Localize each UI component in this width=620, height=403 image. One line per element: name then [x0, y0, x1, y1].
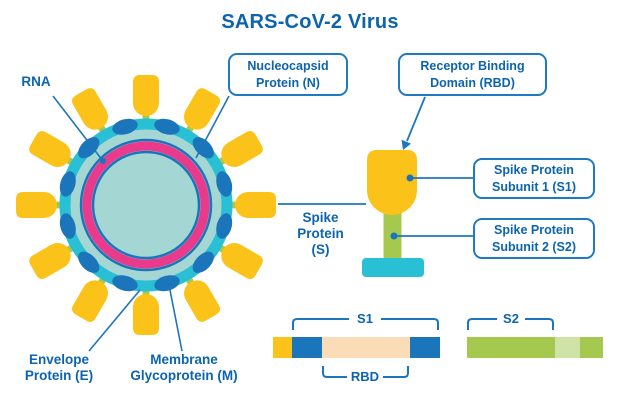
rbd-bracket [383, 366, 409, 378]
membrane-protein [154, 275, 180, 292]
membrane-protein [192, 137, 214, 159]
membrane-protein [78, 251, 100, 273]
s1-bar-blue-segment [292, 337, 322, 358]
membrane-label-line1: Membrane [150, 352, 218, 367]
spike-stem-s2 [383, 205, 402, 260]
virus-particle [16, 75, 276, 352]
envelope-label-line2: Protein (E) [24, 367, 94, 383]
membrane-protein [154, 118, 180, 135]
envelope-label: Envelope Protein (E) [8, 352, 110, 384]
envelope-leader-line [88, 289, 141, 352]
s2-bracket [467, 318, 497, 330]
s2-bracket [525, 318, 554, 330]
membrane-protein [112, 118, 138, 135]
page-title: SARS-CoV-2 Virus [221, 11, 399, 33]
rbd-arrow-line [406, 96, 426, 142]
s2-callout: Spike Protein Subunit 2 (S2) [473, 218, 595, 259]
genome-map [273, 318, 603, 378]
membrane-protein [112, 275, 138, 292]
nucleocapsid-callout: Nucleocapsid Protein (N) [228, 53, 348, 96]
s1-label-line1: Spike Protein [494, 163, 574, 178]
s2-bracket-label: S2 [503, 311, 519, 326]
nucleocapsid-inner-ring [91, 150, 201, 260]
s1-callout: Spike Protein Subunit 1 (S1) [473, 158, 595, 199]
spike-protein-label-line3: (S) [311, 241, 330, 257]
s1-bar-signal-segment [273, 337, 292, 358]
nucleocapsid-label-line2: Protein (N) [256, 75, 320, 90]
membrane-leader-line [168, 284, 183, 352]
spike-protein-label-line2: Protein [297, 225, 344, 241]
nucleocapsid-label-line1: Nucleocapsid [247, 59, 329, 74]
spike-head-s1 [367, 150, 417, 215]
spike-membrane-base [362, 258, 424, 277]
s2-leader-dot [390, 232, 398, 240]
s2-label-line1: Spike Protein [494, 223, 574, 238]
s2-bar-green-segment [580, 337, 603, 358]
rna-ring [82, 141, 210, 269]
membrane-protein [59, 213, 76, 239]
membrane-protein [216, 171, 233, 197]
rbd-bracket-label: RBD [350, 369, 380, 384]
membrane-label: Membrane Glycoprotein (M) [118, 352, 250, 384]
membrane-protein [59, 171, 76, 197]
membrane-proteins [59, 118, 233, 292]
rna-label: RNA [21, 74, 51, 89]
s1-bar-rbd-segment [322, 337, 410, 358]
s1-bracket-label: S1 [357, 311, 373, 326]
s1-bracket [381, 318, 439, 330]
s1-label-line2: Subunit 1 (S1) [491, 179, 577, 194]
rbd-label-line2: Domain (RBD) [430, 75, 515, 90]
brackets [292, 318, 554, 378]
s1-bar-blue-segment [410, 337, 440, 358]
rbd-bracket [322, 366, 347, 378]
rbd-callout: Receptor Binding Domain (RBD) [398, 53, 547, 96]
s2-bar-green-segment [467, 337, 555, 358]
s2-bar-light-segment [555, 337, 580, 358]
rna-leader-dot [100, 158, 106, 164]
rbd-arrowhead-icon [401, 139, 411, 150]
rbd-label-line1: Receptor Binding [420, 59, 525, 74]
spike-protein-label: Spike Protein (S) [283, 210, 358, 258]
envelope-label-line1: Envelope [28, 352, 90, 367]
membrane-protein [78, 137, 100, 159]
s2-label-line2: Subunit 2 (S2) [491, 239, 577, 254]
membrane-label-line2: Glycoprotein (M) [130, 367, 238, 383]
s1-leader-dot [406, 174, 414, 182]
membrane-dashed-ring [59, 118, 233, 292]
nucleocapsid-outer-ring [79, 138, 213, 272]
membrane-protein [216, 213, 233, 239]
spike-closeup [278, 96, 473, 277]
s1-bracket [292, 318, 349, 330]
spike-protein-label-line1: Spike [302, 210, 339, 225]
membrane-protein [192, 251, 214, 273]
